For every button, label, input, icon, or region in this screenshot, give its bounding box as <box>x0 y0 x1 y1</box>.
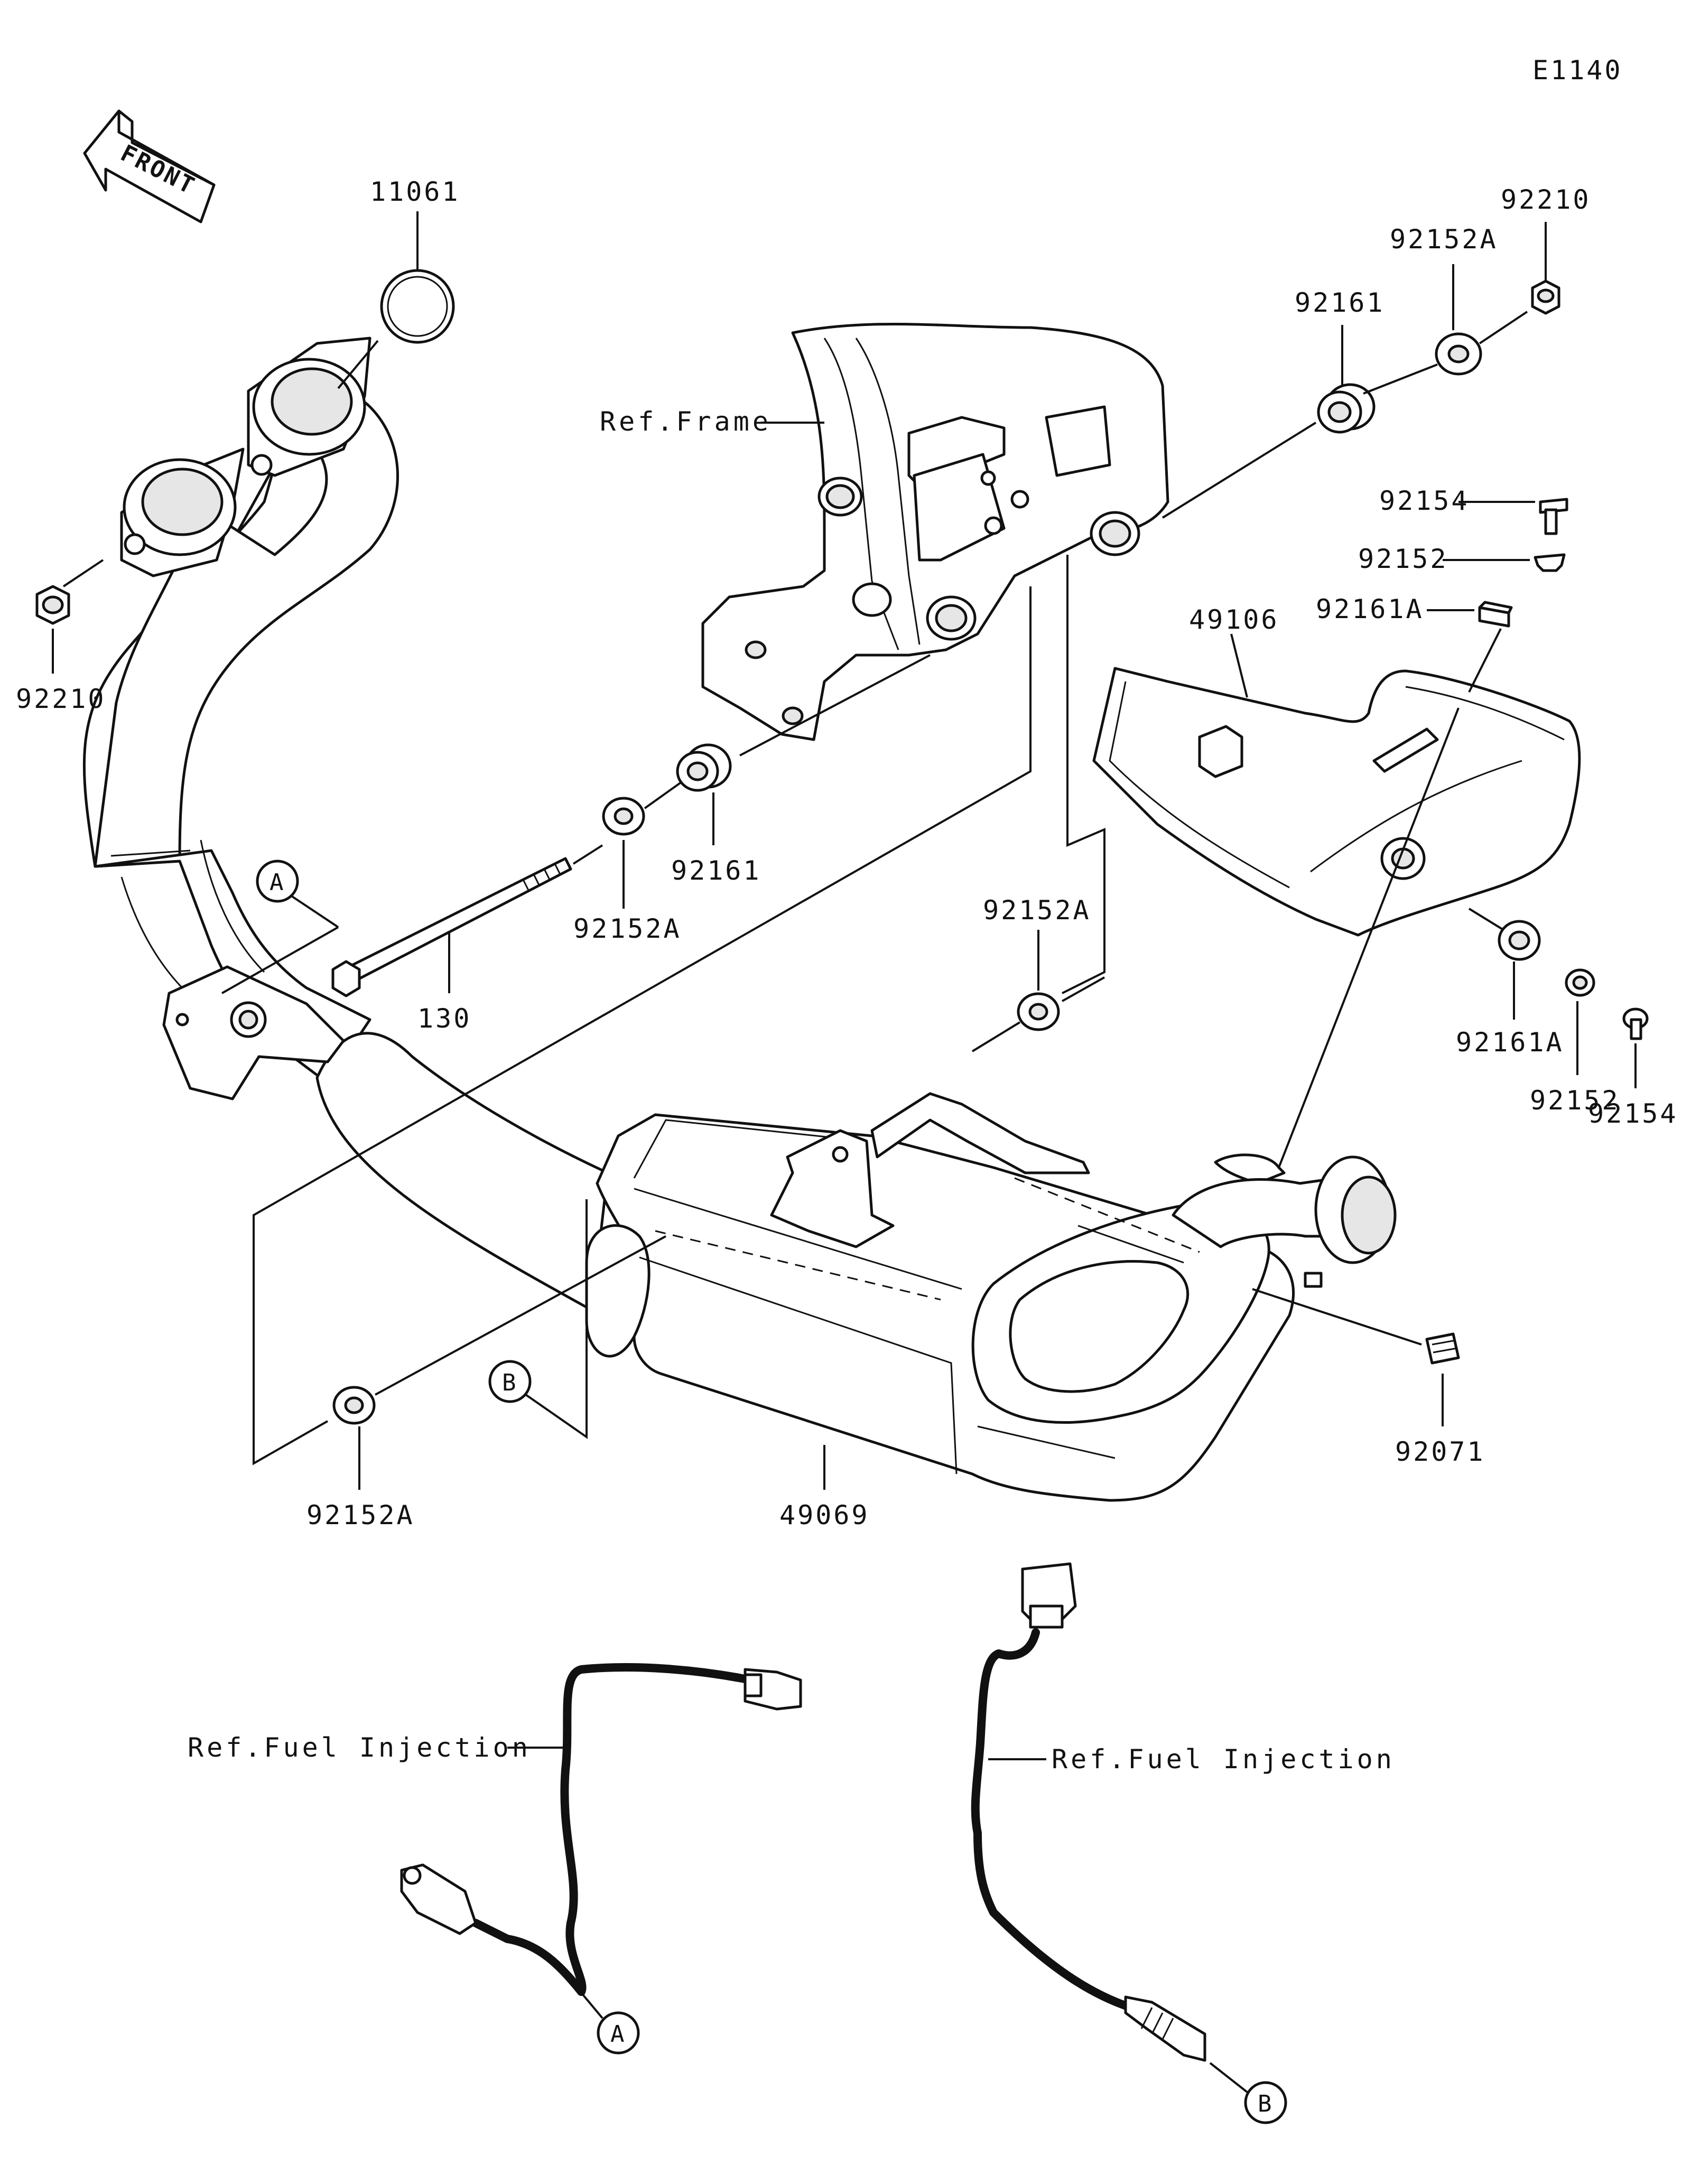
label-92071: 92071 <box>1395 1436 1485 1467</box>
label-92210-right: 92210 <box>1501 184 1591 215</box>
label-ref-fuel-injection-right: Ref.Fuel Injection <box>1052 1744 1395 1775</box>
label-92152-bottom: 92152 <box>1530 1085 1620 1116</box>
label-92152A-mid: 92152A <box>573 913 682 944</box>
label-49106: 49106 <box>1189 604 1279 635</box>
svg-text:A: A <box>270 869 284 896</box>
label-92152A-top: 92152A <box>1390 224 1498 255</box>
frame-bracket <box>701 322 1169 741</box>
collar-92152A-bottom <box>332 1386 376 1425</box>
grommet-92161-top <box>1317 383 1376 434</box>
o2-sensor-harness-left <box>400 1663 802 1996</box>
svg-text:A: A <box>610 2021 625 2048</box>
header-flange-left <box>120 447 245 577</box>
diagram-code: E1140 <box>1532 55 1623 86</box>
header-flange-right <box>247 337 371 477</box>
svg-text:B: B <box>1258 2090 1272 2117</box>
label-92152A-bottom: 92152A <box>306 1500 415 1530</box>
callout-b-mid: B <box>488 1360 532 1403</box>
label-92152-top: 92152 <box>1358 544 1448 574</box>
collar-92152A-center <box>1017 992 1060 1031</box>
muffler <box>585 1092 1295 1502</box>
grommet-92161A-bottom <box>1498 920 1541 961</box>
screw-92154-top <box>1539 498 1568 535</box>
label-92154-bottom: 92154 <box>1588 1098 1678 1129</box>
grommet-92161A-top <box>1478 601 1513 628</box>
mounting-bolt-130 <box>331 857 572 997</box>
exhaust-gasket-ring-inner <box>387 276 448 337</box>
flange-nut-left <box>35 585 70 625</box>
svg-text:B: B <box>502 1369 516 1396</box>
callout-a-bottom: A <box>597 2011 640 2055</box>
dash-line <box>1014 1177 1200 1253</box>
callout-a-top: A <box>256 860 299 903</box>
header-mount-bracket <box>162 965 345 1100</box>
collar-92152A-mid <box>602 797 645 836</box>
label-92161-top: 92161 <box>1295 287 1385 318</box>
label-49069: 49069 <box>779 1500 870 1530</box>
label-130: 130 <box>417 1003 471 1034</box>
nut-92210-right <box>1531 279 1560 315</box>
callout-b-bottom: B <box>1244 2081 1287 2124</box>
label-92210-left: 92210 <box>16 684 106 714</box>
label-ref-fuel-injection-left: Ref.Fuel Injection <box>188 1732 531 1763</box>
label-92161A-top: 92161A <box>1316 594 1424 624</box>
label-11061: 11061 <box>370 176 460 207</box>
label-ref-frame: Ref.Frame <box>600 406 772 437</box>
collar-92152A-top <box>1435 332 1482 376</box>
muffler-heat-guard <box>1092 667 1581 937</box>
front-arrow-icon: FRONT <box>83 109 216 223</box>
label-92152A-center: 92152A <box>983 895 1091 926</box>
grommet-92161-mid <box>676 743 732 792</box>
label-92154-top: 92154 <box>1379 486 1470 516</box>
o2-sensor-harness-right <box>971 1562 1206 2062</box>
label-92161-mid: 92161 <box>671 855 761 886</box>
collar-92152-top <box>1534 553 1566 572</box>
cap-92071 <box>1425 1332 1460 1365</box>
muffler-outlet-pipe <box>1172 1155 1397 1288</box>
collar-92152-bottom <box>1565 968 1595 997</box>
label-92161A-bottom: 92161A <box>1456 1027 1564 1058</box>
exhaust-gasket-ring <box>380 269 455 344</box>
screw-92154-bottom <box>1622 1007 1649 1040</box>
